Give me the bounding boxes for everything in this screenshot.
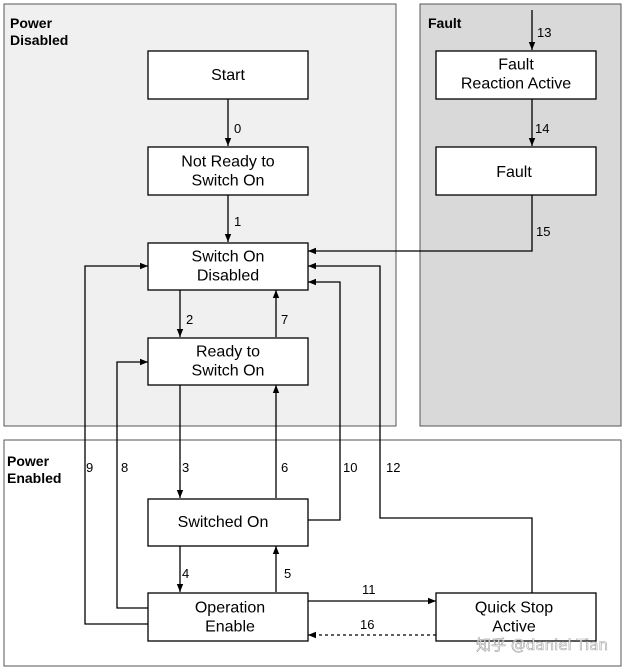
transition-16-label: 16 <box>360 617 374 632</box>
transition-5-label: 5 <box>284 566 291 581</box>
transition-9-label: 9 <box>86 460 93 475</box>
watermark: 知乎 @daniel Tian <box>476 636 608 654</box>
transition-7-label: 7 <box>281 312 288 327</box>
transition-11-label: 11 <box>362 582 376 597</box>
transition-1-label: 1 <box>234 214 241 229</box>
transition-14-label: 14 <box>535 121 549 136</box>
region-fault-title: Fault <box>428 15 462 31</box>
transition-13-label: 13 <box>537 25 551 40</box>
state-start: Start <box>147 50 309 100</box>
state-fault-label: Fault <box>496 164 532 181</box>
transition-10-label: 10 <box>343 460 357 475</box>
state-start-label: Start <box>211 67 245 84</box>
transition-15-label: 15 <box>536 224 550 239</box>
transition-12-arrow <box>308 262 533 593</box>
transition-8-label: 8 <box>121 460 128 475</box>
transition-12-label: 12 <box>386 460 400 475</box>
transition-4-label: 4 <box>182 566 189 581</box>
transition-15-arrow <box>308 195 533 255</box>
transition-10-arrow <box>308 278 341 521</box>
transition-2-label: 2 <box>186 312 193 327</box>
transition-9-arrow <box>84 262 148 625</box>
state-fault: Fault <box>435 146 597 196</box>
state-switched-on-label: Switched On <box>178 514 269 531</box>
transition-6-label: 6 <box>281 460 288 475</box>
transition-0-label: 0 <box>234 121 241 136</box>
transition-3-label: 3 <box>182 460 189 475</box>
state-switched-on: Switched On <box>147 498 309 547</box>
transition-8-arrow <box>116 358 148 609</box>
